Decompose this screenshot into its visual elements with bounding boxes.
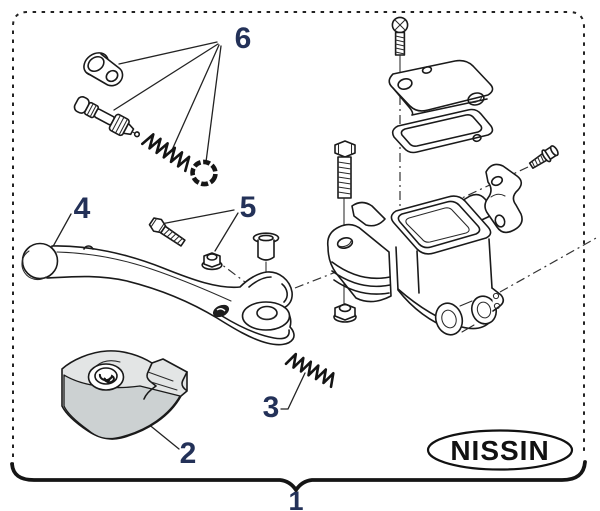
- clamp-screw-drawing: [528, 145, 559, 169]
- lever-holder-drawing: [61, 350, 188, 440]
- nissin-logo: NISSIN: [426, 429, 574, 471]
- dust-boot-drawing: [83, 52, 124, 87]
- pivot-bolt-drawing: [148, 217, 186, 247]
- part-labels: 6 4 5 2 3 1: [74, 22, 304, 511]
- part-label-2: 2: [180, 437, 197, 470]
- mount-bolt-drawing: [334, 140, 356, 199]
- part-label-6: 6: [235, 22, 252, 55]
- part-label-5: 5: [240, 191, 257, 224]
- handlebar-clamp-drawing: [484, 163, 523, 234]
- assembly-brace: [10, 460, 587, 492]
- nissin-logo-text: NISSIN: [450, 435, 549, 466]
- piston-spring-drawing: [141, 133, 191, 173]
- cap-screw-drawing: [391, 16, 409, 56]
- pivot-bushing-drawing: [252, 232, 280, 261]
- circlip-drawing: [190, 159, 218, 187]
- part-label-1: 1: [288, 486, 303, 511]
- piston-drawing: [73, 96, 141, 138]
- part-label-3: 3: [263, 391, 280, 424]
- reservoir-cap-drawing: [388, 59, 494, 116]
- nissin-logo-oval: [426, 429, 574, 471]
- diaphragm-gasket-drawing: [391, 108, 494, 154]
- part-label-4: 4: [74, 192, 91, 225]
- pivot-nut-drawing: [201, 252, 223, 271]
- brake-lever-drawing: [21, 242, 295, 346]
- mount-nut-drawing: [333, 303, 357, 323]
- return-spring-drawing: [284, 352, 335, 389]
- master-cylinder-body-drawing: [326, 193, 505, 336]
